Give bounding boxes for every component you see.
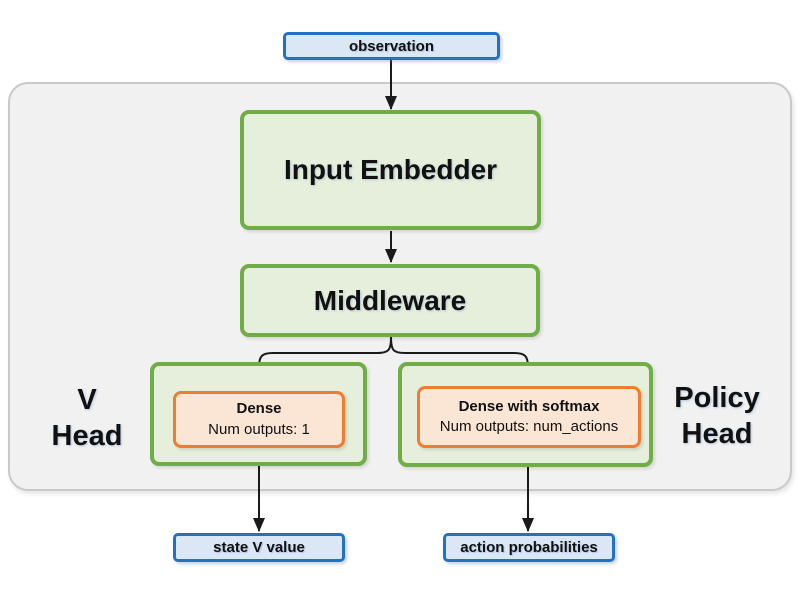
v-dense-node: Dense Num outputs: 1 xyxy=(173,391,345,448)
state-v-value-label: state V value xyxy=(213,539,305,556)
action-probabilities-node: action probabilities xyxy=(443,533,615,562)
arrow-middleware-to-policyhead xyxy=(390,336,534,385)
policy-dense-title: Dense with softmax xyxy=(458,397,600,415)
policy-head-label: Policy Head xyxy=(674,382,760,450)
arrow-middleware-to-vhead xyxy=(253,336,392,390)
policy-dense-node: Dense with softmax Num outputs: num_acti… xyxy=(417,386,641,448)
state-v-value-node: state V value xyxy=(173,533,345,562)
action-probabilities-label: action probabilities xyxy=(460,539,598,556)
input-embedder-node: Input Embedder xyxy=(240,110,541,230)
v-head-label: V Head xyxy=(51,384,123,452)
v-dense-subtitle: Num outputs: 1 xyxy=(208,420,310,438)
middleware-node: Middleware xyxy=(240,264,540,337)
middleware-label: Middleware xyxy=(313,284,467,316)
policy-dense-subtitle: Num outputs: num_actions xyxy=(439,418,619,435)
v-dense-title: Dense xyxy=(236,400,282,418)
observation-node: observation xyxy=(283,32,500,60)
observation-label: observation xyxy=(348,37,435,55)
input-embedder-label: Input Embedder xyxy=(283,154,498,185)
